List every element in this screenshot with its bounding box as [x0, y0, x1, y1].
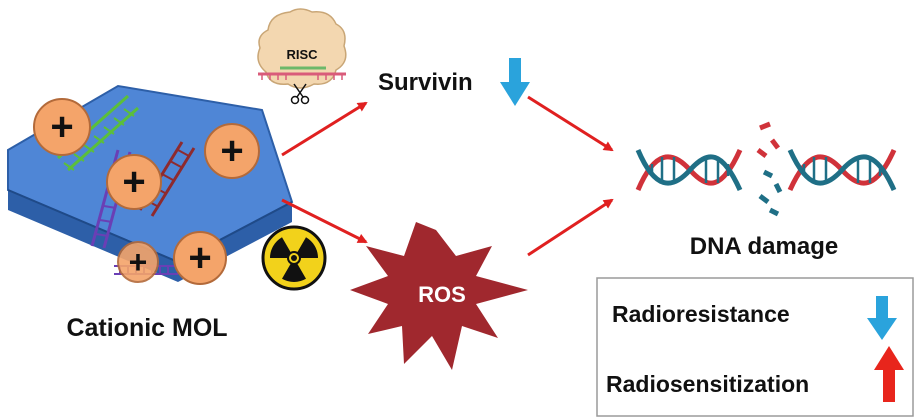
pathway-arrows: [281, 95, 614, 257]
down-arrow-icon: [500, 58, 530, 106]
charge-plus: +: [129, 244, 148, 280]
risc-complex: RISC: [257, 8, 347, 89]
risc-label: RISC: [286, 47, 318, 62]
radiation-icon: [261, 225, 327, 291]
dna-helix-icon: [635, 121, 897, 217]
up-arrow-icon: [874, 346, 904, 402]
arrow-mol-to-survivin: [281, 101, 368, 157]
arrow-ros-to-dna: [527, 198, 614, 257]
radiosensitization-label: Radiosensitization: [606, 371, 809, 397]
ros-label: ROS: [418, 282, 466, 307]
ros-burst: ROS: [350, 222, 528, 370]
arrow-survivin-to-dna: [527, 95, 614, 152]
charge-plus: +: [220, 129, 243, 173]
cationic-mol-label: Cationic MOL: [66, 314, 227, 342]
charge-5: +: [117, 241, 159, 283]
dna-damage-label: DNA damage: [690, 233, 838, 260]
scissors-icon: [290, 83, 310, 105]
down-arrow-icon: [867, 296, 897, 340]
charge-3: +: [204, 123, 260, 179]
charge-2: +: [106, 154, 162, 210]
charge-1: +: [33, 98, 91, 156]
charge-plus: +: [50, 105, 73, 149]
survivin-label: Survivin: [378, 69, 473, 96]
radioresistance-label: Radioresistance: [612, 301, 790, 327]
charge-plus: +: [122, 160, 145, 204]
charge-plus: +: [188, 236, 211, 280]
charge-4: +: [173, 231, 227, 285]
outcome-box: Radioresistance Radiosensitization: [596, 277, 914, 417]
arrow-mol-to-ros: [281, 198, 368, 244]
